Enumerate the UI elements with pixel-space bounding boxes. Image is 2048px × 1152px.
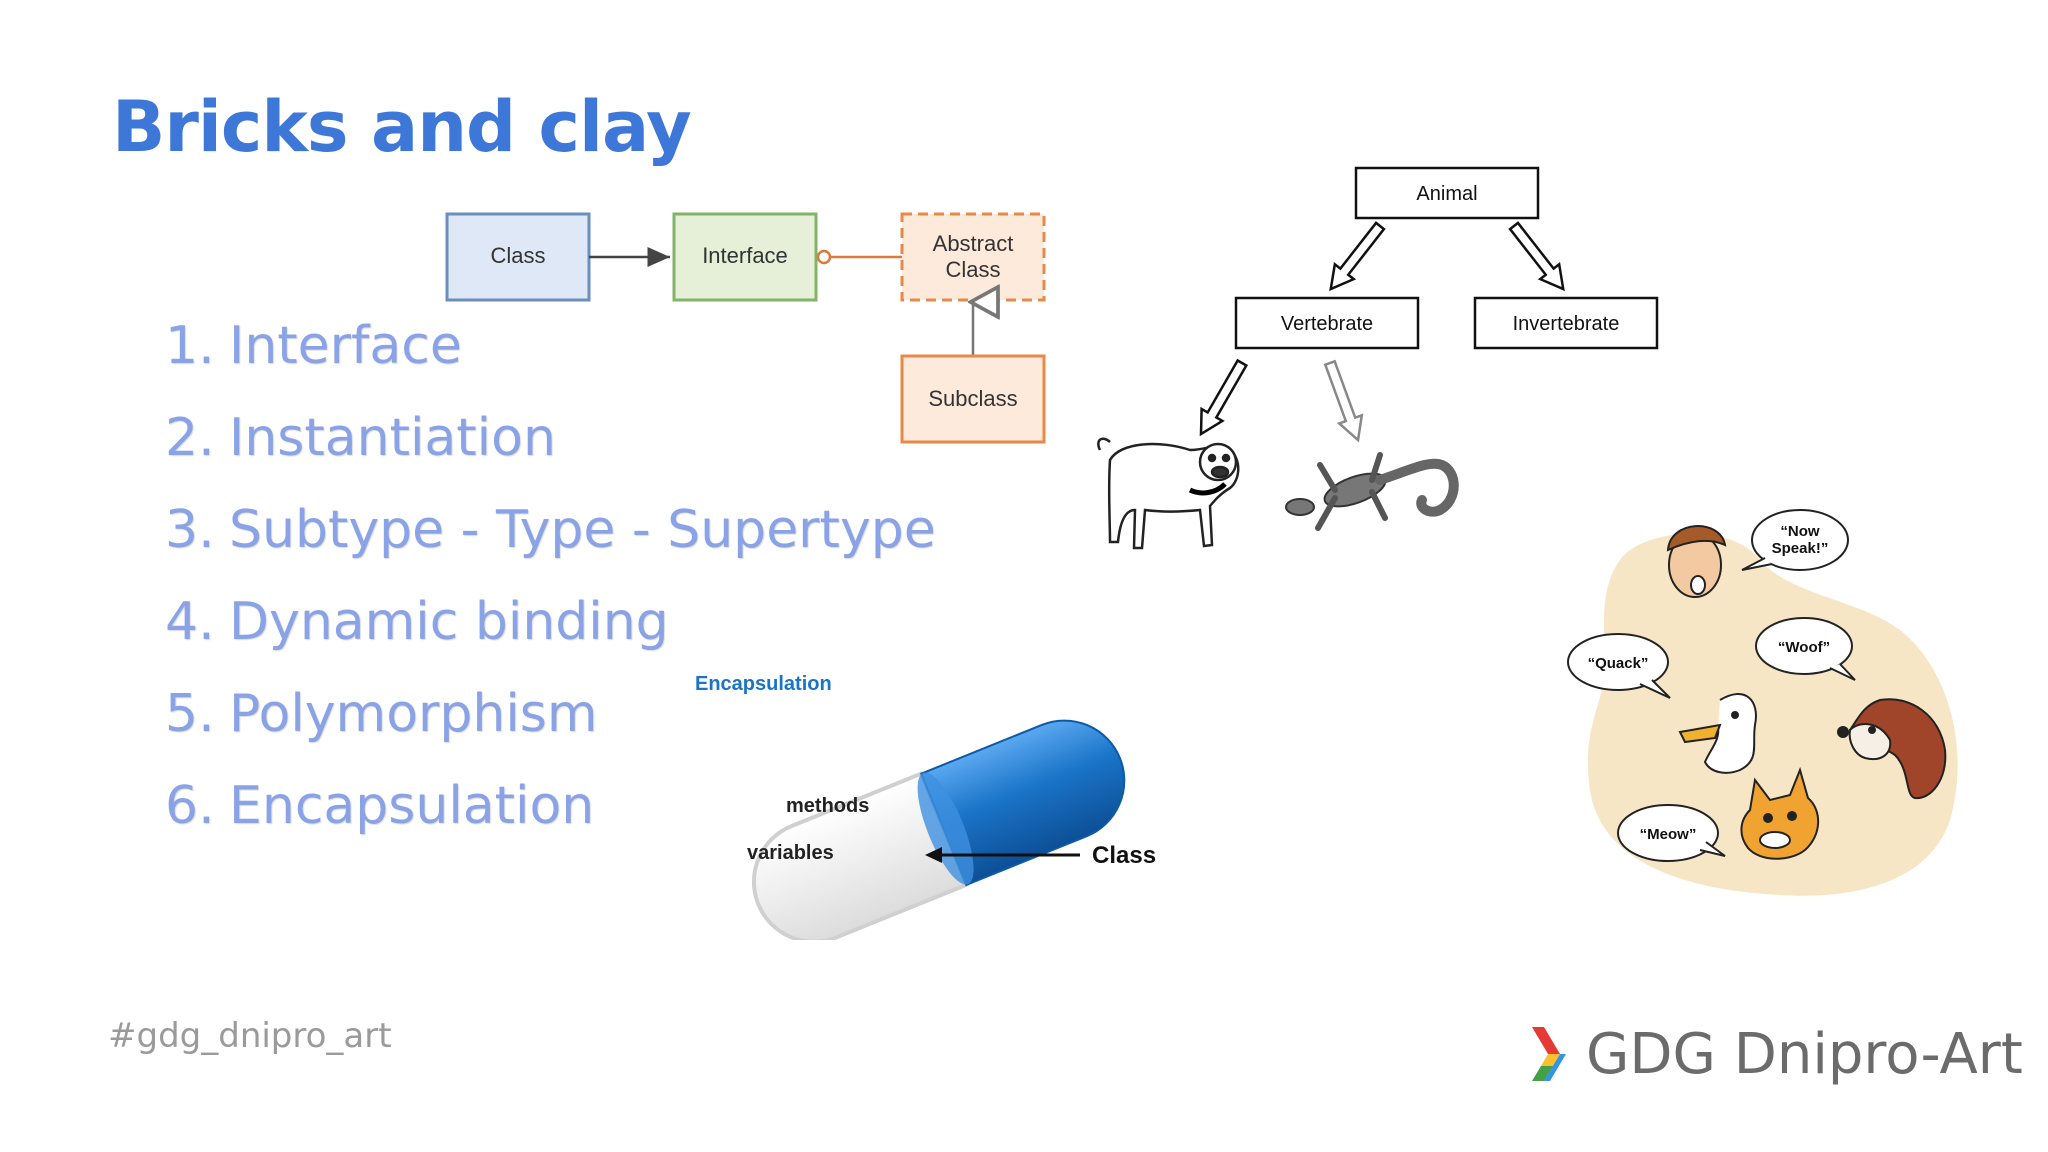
list-item: 4.Dynamic binding xyxy=(165,586,936,678)
uml-class-label: Class xyxy=(490,243,545,268)
capsule-body xyxy=(751,719,1126,940)
cat-illustration xyxy=(1740,766,1820,860)
uml-abstract-label-1: Abstract xyxy=(933,231,1014,256)
hollow-arrow xyxy=(1329,221,1386,292)
list-item: 2.Instantiation xyxy=(165,402,936,494)
gdg-logo: GDG Dnipro-Art xyxy=(1530,1020,2023,1088)
node-animal-label: Animal xyxy=(1416,183,1477,205)
capsule-arrow-head xyxy=(925,847,942,863)
hollow-arrow xyxy=(1508,221,1565,292)
capsule-class-label: Class xyxy=(1092,842,1156,869)
capsule-variables-label: variables xyxy=(747,842,834,864)
topic-list: 1.Interface 2.Instantiation 3.Subtype - … xyxy=(165,310,936,862)
uml-subclass-label: Subclass xyxy=(928,386,1017,411)
uml-abstract-label-2: Class xyxy=(945,257,1000,282)
pug-illustration xyxy=(1097,437,1240,550)
node-animal: Animal xyxy=(1354,166,1540,220)
dog-illustration xyxy=(1837,698,1947,800)
list-item: 3.Subtype - Type - Supertype xyxy=(165,494,936,586)
capsule-caption: Encapsulation xyxy=(695,673,832,695)
gdg-logo-text: GDG Dnipro-Art xyxy=(1586,1021,2023,1087)
slide-title: Bricks and clay xyxy=(112,86,692,168)
list-text: Encapsulation xyxy=(229,776,595,836)
uml-abstract-box: Abstract Class xyxy=(900,212,1046,302)
list-number: 5. xyxy=(165,684,215,744)
polymorphism-cartoon: “Now Speak!” “Woof” “Quack” “Meow” xyxy=(1567,509,1958,896)
list-number: 2. xyxy=(165,408,215,468)
hashtag: #gdg_dnipro_art xyxy=(108,1016,392,1056)
duck-illustration xyxy=(1678,693,1757,774)
list-text: Dynamic binding xyxy=(229,592,669,652)
node-invertebrate-label: Invertebrate xyxy=(1513,313,1620,335)
speech-bubble-now-speak: “Now Speak!” xyxy=(1741,509,1849,571)
speech-bubble-quack: “Quack” xyxy=(1567,633,1671,699)
encapsulation-capsule: Encapsulation methods variables Class xyxy=(695,673,1156,940)
list-item: 5.Polymorphism xyxy=(165,678,936,770)
bubble-quack-text: “Quack” xyxy=(1588,655,1649,672)
bubble-now-speak-line-1: “Now xyxy=(1780,523,1819,540)
uml-class-box: Class xyxy=(445,212,591,302)
list-item: 1.Interface xyxy=(165,310,936,402)
list-text: Instantiation xyxy=(229,408,556,468)
node-invertebrate: Invertebrate xyxy=(1473,296,1659,350)
list-number: 4. xyxy=(165,592,215,652)
uml-diagram: Class Interface Abstract Class Subclass xyxy=(445,212,1046,444)
bubble-woof-text: “Woof” xyxy=(1778,639,1830,656)
list-text: Polymorphism xyxy=(229,684,598,744)
node-vertebrate-label: Vertebrate xyxy=(1281,313,1373,335)
uml-subclass-box: Subclass xyxy=(900,354,1046,444)
bubble-meow-text: “Meow” xyxy=(1640,826,1697,843)
uml-lollipop xyxy=(816,249,832,265)
speech-bubble-woof: “Woof” xyxy=(1755,617,1856,681)
animal-hierarchy: Animal Vertebrate Invertebrate xyxy=(1097,166,1659,550)
bubble-now-speak-line-2: Speak!” xyxy=(1772,540,1829,557)
man-face xyxy=(1666,525,1727,598)
hollow-arrow xyxy=(1199,358,1249,437)
hollow-arrow xyxy=(1323,359,1364,443)
uml-interface-box: Interface xyxy=(672,212,818,302)
speech-bubble-meow: “Meow” xyxy=(1617,804,1726,862)
list-text: Interface xyxy=(229,316,462,376)
list-number: 6. xyxy=(165,776,215,836)
list-text: Subtype - Type - Supertype xyxy=(229,500,936,560)
gdg-chevron-icon xyxy=(1532,1027,1566,1081)
node-vertebrate: Vertebrate xyxy=(1234,296,1420,350)
uml-interface-label: Interface xyxy=(702,243,788,268)
list-number: 3. xyxy=(165,500,215,560)
list-number: 1. xyxy=(165,316,215,376)
capsule-methods-label: methods xyxy=(786,795,869,817)
list-item: 6.Encapsulation xyxy=(165,770,936,862)
gecko-illustration xyxy=(1285,452,1459,531)
